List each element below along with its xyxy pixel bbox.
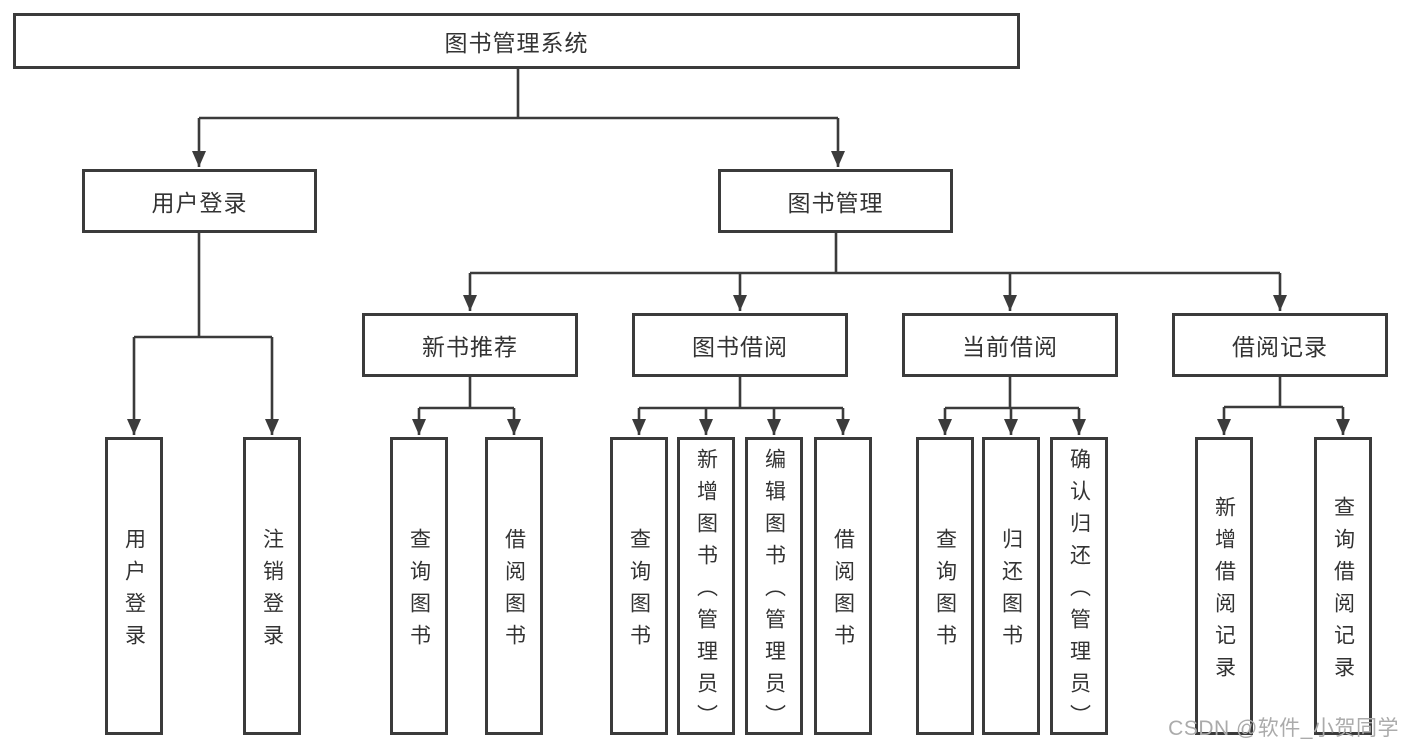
- node-bb-borrow-books: 借阅图书: [814, 437, 872, 735]
- node-user-login-leaf-label: 用户登录: [122, 527, 146, 656]
- node-cb-confirm-return-admin-label: 确认归还（管理员）: [1067, 447, 1091, 736]
- node-bb-add-books-admin: 新增图书（管理员）: [677, 437, 735, 736]
- node-user-login-label: 用户登录: [151, 190, 248, 216]
- node-current-borrow: 当前借阅: [902, 313, 1118, 377]
- node-book-borrow-label: 图书借阅: [692, 334, 788, 360]
- node-user-login-leaf: 用户登录: [105, 437, 163, 735]
- node-bb-add-books-admin-label: 新增图书（管理员）: [694, 447, 718, 736]
- node-user-login: 用户登录: [82, 169, 317, 233]
- node-br-add-record: 新增借阅记录: [1195, 437, 1253, 735]
- node-book-management-label: 图书管理: [787, 190, 884, 216]
- node-cb-return-books: 归还图书: [982, 437, 1040, 735]
- node-rec-query-books-label: 查询图书: [407, 527, 431, 656]
- node-borrow-records: 借阅记录: [1172, 313, 1388, 377]
- node-cb-return-books-label: 归还图书: [999, 527, 1023, 656]
- node-new-book-recommend-label: 新书推荐: [422, 334, 518, 360]
- node-rec-borrow-books-label: 借阅图书: [502, 527, 526, 656]
- node-rec-query-books: 查询图书: [390, 437, 448, 735]
- node-book-borrow: 图书借阅: [632, 313, 848, 377]
- node-cb-query-books-label: 查询图书: [933, 527, 957, 656]
- node-bb-borrow-books-label: 借阅图书: [831, 527, 855, 656]
- node-logout-leaf: 注销登录: [243, 437, 301, 735]
- node-new-book-recommend: 新书推荐: [362, 313, 578, 377]
- node-cb-query-books: 查询图书: [916, 437, 974, 735]
- node-br-add-record-label: 新增借阅记录: [1212, 495, 1236, 688]
- node-borrow-records-label: 借阅记录: [1232, 334, 1328, 360]
- watermark: CSDN @软件_小贺同学: [1168, 717, 1399, 740]
- node-current-borrow-label: 当前借阅: [962, 334, 1058, 360]
- node-root-label: 图书管理系统: [444, 30, 589, 56]
- node-logout-leaf-label: 注销登录: [260, 527, 284, 656]
- node-br-query-record: 查询借阅记录: [1314, 437, 1372, 735]
- node-bb-query-books-label: 查询图书: [627, 527, 651, 656]
- node-rec-borrow-books: 借阅图书: [485, 437, 543, 735]
- node-br-query-record-label: 查询借阅记录: [1331, 495, 1355, 688]
- node-root: 图书管理系统: [13, 13, 1020, 69]
- node-book-management: 图书管理: [718, 169, 953, 233]
- node-bb-query-books: 查询图书: [610, 437, 668, 735]
- node-cb-confirm-return-admin: 确认归还（管理员）: [1050, 437, 1108, 736]
- node-bb-edit-books-admin-label: 编辑图书（管理员）: [762, 447, 786, 736]
- node-bb-edit-books-admin: 编辑图书（管理员）: [745, 437, 803, 736]
